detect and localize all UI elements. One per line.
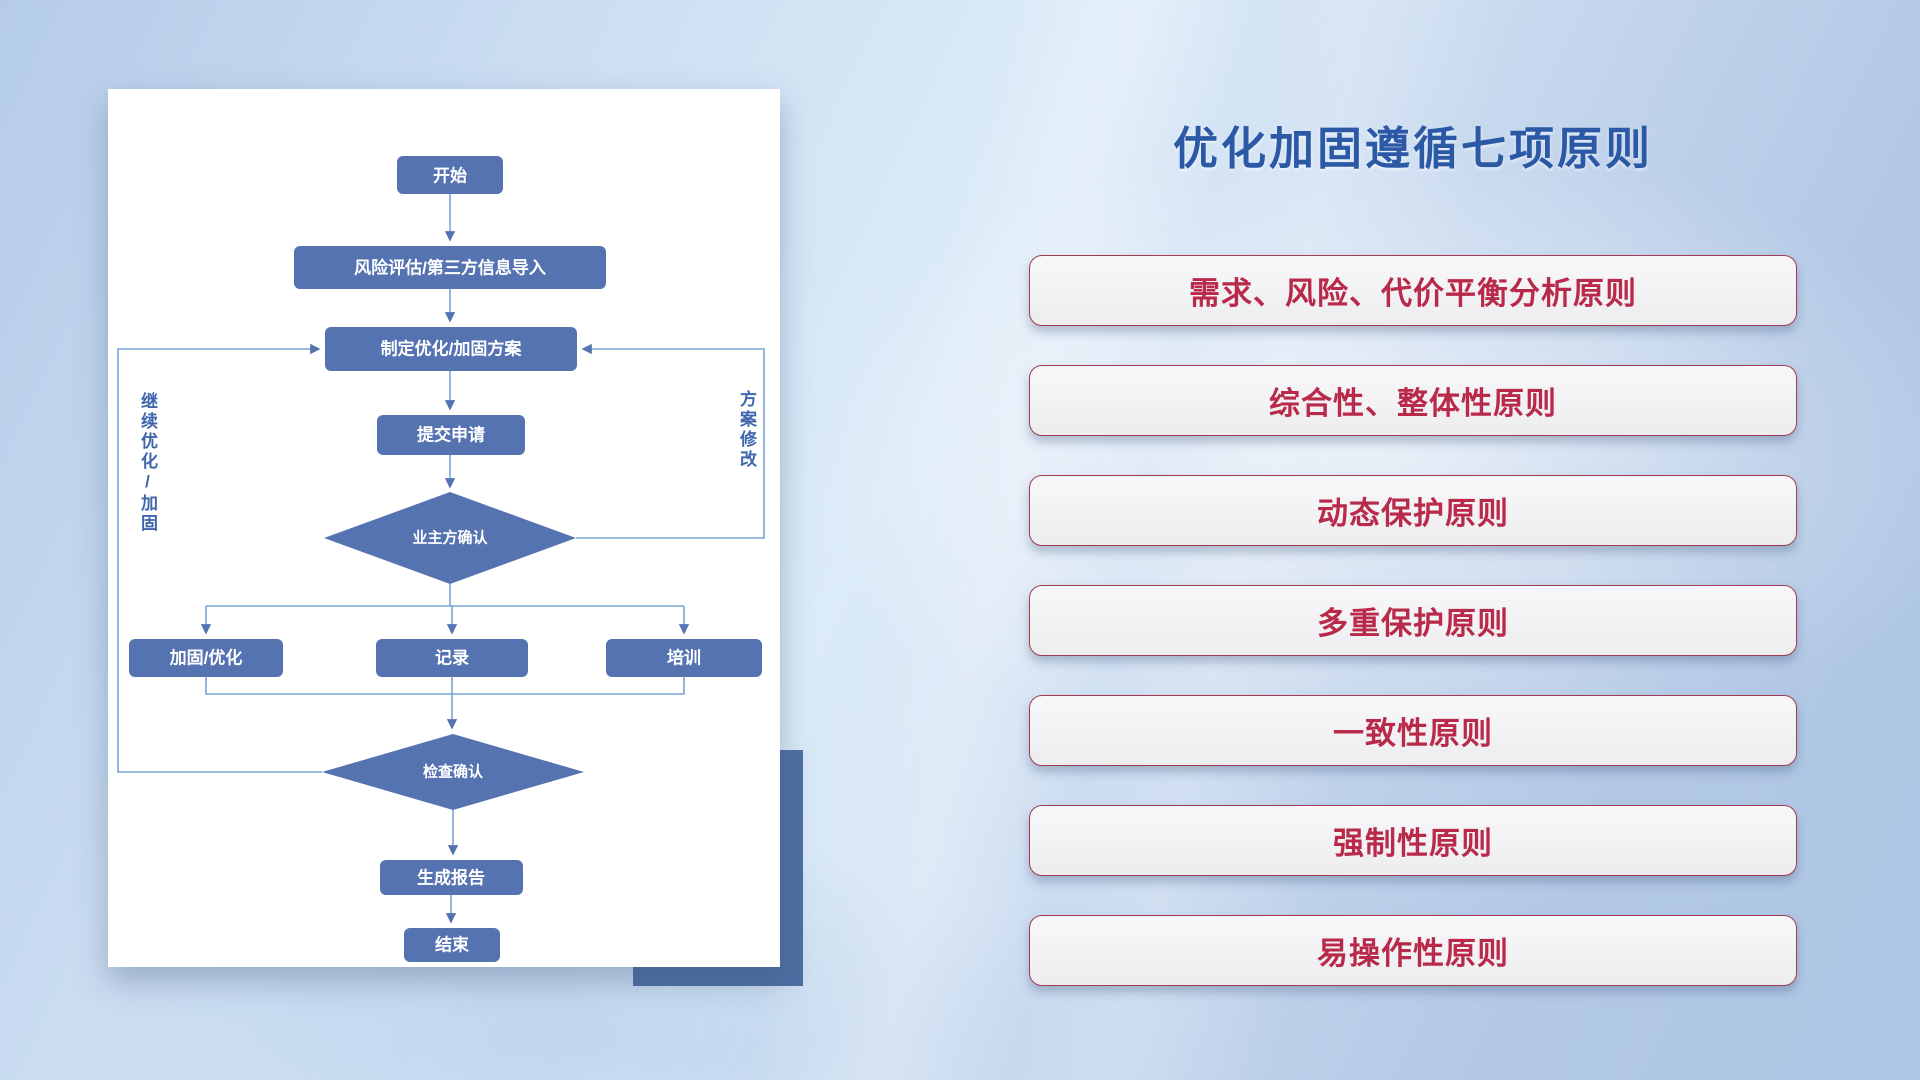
node-label: 提交申请	[417, 425, 485, 445]
node-shape	[404, 928, 500, 962]
node-shape	[294, 246, 606, 289]
connector	[205, 677, 685, 695]
node-label: 开始	[433, 166, 467, 186]
connector-continue-loop	[117, 343, 322, 773]
node-shape	[380, 860, 523, 895]
node-shape	[397, 156, 503, 194]
node-label: 生成报告	[417, 868, 485, 888]
principle-label: 需求、风险、代价平衡分析原则	[1189, 276, 1637, 311]
node-label: 风险评估/第三方信息导入	[354, 258, 546, 278]
node-label: 业主方确认	[412, 529, 488, 547]
flow-node-train: 培训	[606, 639, 762, 677]
node-shape	[325, 327, 577, 371]
node-shape	[606, 639, 762, 677]
node-shape	[324, 492, 576, 584]
flow-node-report: 生成报告	[380, 860, 523, 895]
flow-node-submit: 提交申请	[377, 415, 525, 455]
principle-label: 动态保护原则	[1317, 496, 1509, 531]
principle-item: 综合性、整体性原则	[1029, 365, 1797, 436]
node-label: 培训	[667, 648, 701, 668]
node-label: 加固/优化	[169, 648, 243, 668]
principle-item: 易操作性原则	[1029, 915, 1797, 986]
flow-decision-check-confirm: 检查确认	[322, 734, 584, 810]
principles-list: 需求、风险、代价平衡分析原则 综合性、整体性原则 动态保护原则 多重保护原则 一…	[1029, 255, 1797, 986]
flow-connectors	[117, 194, 765, 924]
node-shape	[129, 639, 283, 677]
flowchart-card: 开始 风险评估/第三方信息导入 制定优化/加固方案 提交申请 业主方确认 加固/	[108, 89, 780, 967]
node-shape	[376, 639, 528, 677]
flow-decision-owner-confirm: 业主方确认	[324, 492, 576, 584]
page-title: 优化加固遵循七项原则	[1172, 123, 1653, 174]
principle-label: 综合性、整体性原则	[1269, 386, 1557, 421]
principle-item: 需求、风险、代价平衡分析原则	[1029, 255, 1797, 326]
flow-node-harden: 加固/优化	[129, 639, 283, 677]
flow-node-make-plan: 制定优化/加固方案	[325, 327, 577, 371]
node-label: 结束	[435, 935, 469, 955]
principle-label: 易操作性原则	[1317, 936, 1509, 971]
loop-label-plan-modify: 方案修改	[737, 390, 756, 470]
connector-plan-modify-loop	[576, 343, 765, 539]
flow-node-end: 结束	[404, 928, 500, 962]
principle-item: 一致性原则	[1029, 695, 1797, 766]
flow-node-record: 记录	[376, 639, 528, 677]
principle-label: 强制性原则	[1333, 826, 1493, 861]
principles-panel: 优化加固遵循七项原则 需求、风险、代价平衡分析原则 综合性、整体性原则 动态保护…	[1029, 0, 1797, 1025]
flowchart-diagram: 开始 风险评估/第三方信息导入 制定优化/加固方案 提交申请 业主方确认 加固/	[117, 156, 765, 962]
node-label: 检查确认	[423, 763, 484, 781]
node-label: 制定优化/加固方案	[381, 339, 523, 359]
node-label: 记录	[435, 649, 469, 668]
principle-label: 一致性原则	[1333, 716, 1493, 751]
flow-node-start: 开始	[397, 156, 503, 194]
node-shape	[377, 415, 525, 455]
loop-label-continue-optimize: 继续优化/加固	[138, 392, 157, 534]
principle-label: 多重保护原则	[1317, 606, 1509, 641]
node-shape	[322, 734, 584, 810]
principle-item: 动态保护原则	[1029, 475, 1797, 546]
flow-node-risk-import: 风险评估/第三方信息导入	[294, 246, 606, 289]
principle-item: 强制性原则	[1029, 805, 1797, 876]
principle-item: 多重保护原则	[1029, 585, 1797, 656]
